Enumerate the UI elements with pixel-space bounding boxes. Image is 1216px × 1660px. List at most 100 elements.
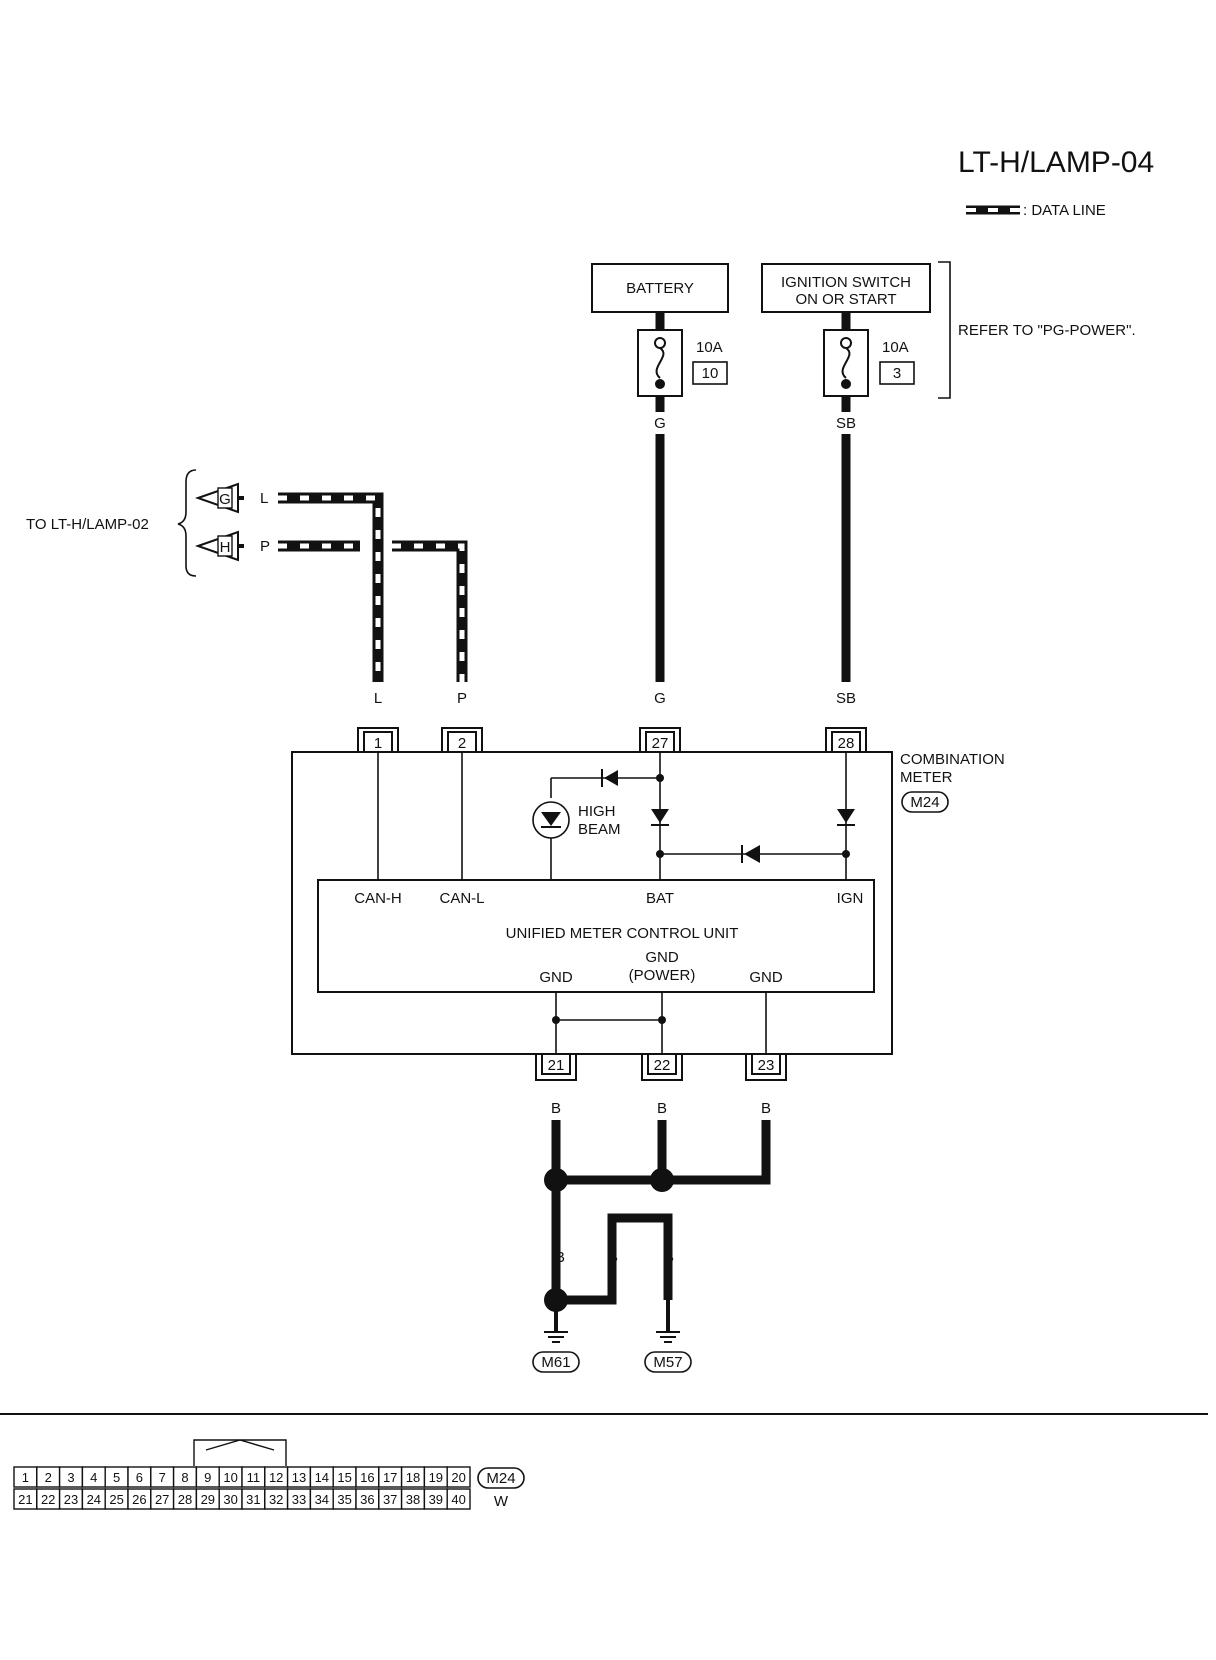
ign-to-bat-diode <box>741 845 760 863</box>
connector-cavity-number: 24 <box>87 1492 101 1507</box>
wire-g-label-bottom: G <box>654 690 666 707</box>
connector-cavity-number: 23 <box>64 1492 78 1507</box>
refer-bracket <box>938 261 951 399</box>
wire-b-label-splice-mid: B <box>608 1249 618 1266</box>
ground-symbol-m57: M57 <box>644 1300 692 1373</box>
page-title: LT-H/LAMP-04 <box>958 146 1154 179</box>
wire-b-label-21: B <box>551 1100 561 1117</box>
connector-cavity-number: 6 <box>136 1470 143 1485</box>
refer-note: REFER TO "PG-POWER". <box>958 322 1136 339</box>
can-l-data-line <box>278 540 468 682</box>
connector-cavity-number: 10 <box>223 1470 237 1485</box>
wire-p-label: P <box>457 690 467 707</box>
connector-cavity-number: 40 <box>451 1492 465 1507</box>
high-beam-label-line1: HIGH <box>578 803 616 820</box>
wire-p-label-left: P <box>260 538 270 555</box>
svg-text:1: 1 <box>374 735 382 752</box>
terminal-can-h: CAN-H <box>354 890 402 907</box>
connector-cavity-number: 16 <box>360 1470 374 1485</box>
connector-cavity-number: 9 <box>204 1470 211 1485</box>
connector-cavity-number: 21 <box>18 1492 32 1507</box>
svg-text:H: H <box>220 539 231 556</box>
svg-text:27: 27 <box>652 735 669 752</box>
high-beam-label-line2: BEAM <box>578 821 621 838</box>
pin-28: 28 <box>825 727 867 753</box>
connector-cavity-number: 17 <box>383 1470 397 1485</box>
wire-b-label-splice-right: B <box>664 1249 674 1266</box>
connector-cavity <box>446 1488 471 1510</box>
svg-text:23: 23 <box>758 1057 775 1074</box>
connector-cavity-number: 5 <box>113 1470 120 1485</box>
connector-cavity-number: 13 <box>292 1470 306 1485</box>
offpage-label: TO LT-H/LAMP-02 <box>26 516 149 533</box>
terminal-can-l: CAN-L <box>439 890 484 907</box>
high-beam-diode <box>601 769 618 787</box>
high-beam-indicator <box>532 801 570 839</box>
connector-cavity-number: 34 <box>315 1492 329 1507</box>
meter-connector-id: M24 <box>910 794 939 811</box>
svg-text:21: 21 <box>548 1057 565 1074</box>
connector-cavity-number: 18 <box>406 1470 420 1485</box>
connector-cavity-number: 31 <box>246 1492 260 1507</box>
fuse-2-amp: 10A <box>882 339 909 356</box>
offpage-connector-g: G L <box>194 482 268 514</box>
pin-21: 21 <box>535 1053 577 1081</box>
connector-cavity-number: 32 <box>269 1492 283 1507</box>
terminal-gnd-power-line1: GND <box>645 949 679 966</box>
connector-cavity-number: 1 <box>22 1470 29 1485</box>
wire-l-label-left: L <box>260 490 268 507</box>
ign-diode <box>837 809 855 826</box>
connector-cavity-number: 7 <box>159 1470 166 1485</box>
pin-27: 27 <box>639 727 681 753</box>
ignition-label-line1: IGNITION SWITCH <box>781 274 911 291</box>
svg-text:2: 2 <box>458 735 466 752</box>
connector-cavity-number: 27 <box>155 1492 169 1507</box>
connector-cavity-number: 22 <box>41 1492 55 1507</box>
connector-cavity-number: 38 <box>406 1492 420 1507</box>
pin-23: 23 <box>745 1053 787 1081</box>
fuse-2: 10A 3 <box>823 312 915 397</box>
connector-cavity-number: 15 <box>337 1470 351 1485</box>
pin-22: 22 <box>641 1053 683 1081</box>
wire-l-label: L <box>374 690 382 707</box>
terminal-ign: IGN <box>837 890 864 907</box>
connector-cavity-number: 2 <box>45 1470 52 1485</box>
pin-2: 2 <box>441 727 483 753</box>
ignition-switch-box <box>761 263 931 313</box>
connector-cavity-number: 30 <box>223 1492 237 1507</box>
connector-cavity-number: 37 <box>383 1492 397 1507</box>
unit-label: UNIFIED METER CONTROL UNIT <box>506 925 739 942</box>
connector-cavity <box>446 1466 471 1488</box>
connector-cavity-number: 33 <box>292 1492 306 1507</box>
meter-connector-badge <box>901 791 949 813</box>
fuse-1-amp: 10A <box>696 339 723 356</box>
bat-diode <box>651 809 669 826</box>
wire-b-label-23: B <box>761 1100 771 1117</box>
offpage-brace <box>177 469 197 577</box>
wire-b-label-splice-left: B <box>555 1249 565 1266</box>
connector-cavity-number: 25 <box>109 1492 123 1507</box>
svg-text:G: G <box>219 491 231 508</box>
wire-sb-label-top: SB <box>836 415 856 432</box>
svg-text:22: 22 <box>654 1057 671 1074</box>
unified-meter-control-unit <box>317 879 875 993</box>
wire-b-label-22: B <box>657 1100 667 1117</box>
connector-cavity-number: 36 <box>360 1492 374 1507</box>
ground-m61-label: M61 <box>541 1354 570 1371</box>
connector-cavity-number: 35 <box>337 1492 351 1507</box>
ignition-label-line2: ON OR START <box>795 291 896 308</box>
connector-face-id: M24 <box>486 1470 515 1487</box>
svg-text:28: 28 <box>838 735 855 752</box>
connector-cavity-number: 29 <box>201 1492 215 1507</box>
connector-cavity-number: 39 <box>429 1492 443 1507</box>
terminal-gnd-power-line2: (POWER) <box>629 967 696 984</box>
data-line-legend: : DATA LINE <box>966 202 1106 219</box>
battery-label: BATTERY <box>626 280 694 297</box>
data-line-legend-label: : DATA LINE <box>1023 202 1106 219</box>
can-h-data-line <box>278 492 384 682</box>
connector-cavity-number: 19 <box>429 1470 443 1485</box>
wire-g-label-top: G <box>654 415 666 432</box>
connector-cavity-number: 28 <box>178 1492 192 1507</box>
connector-cavity-number: 20 <box>451 1470 465 1485</box>
